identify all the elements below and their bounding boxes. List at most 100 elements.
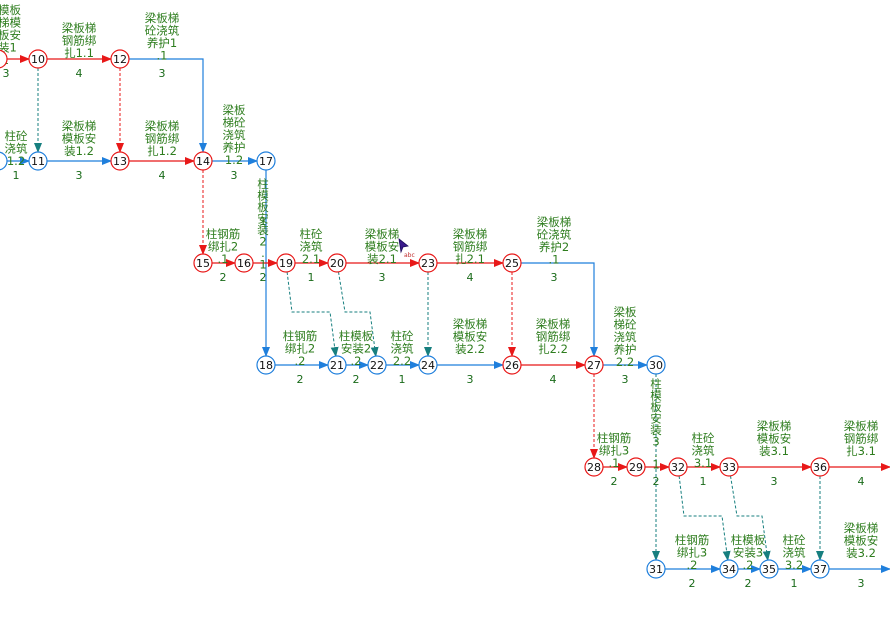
- event-node-14[interactable]: 14: [193, 151, 213, 171]
- event-node-circle: [626, 457, 646, 477]
- activity-label-line: 梁板: [223, 103, 246, 117]
- event-node-36[interactable]: 36: [810, 457, 830, 477]
- event-node-19[interactable]: 19: [276, 253, 296, 273]
- activity-label-line: 柱砼: [300, 227, 323, 241]
- event-node-20[interactable]: 20: [327, 253, 347, 273]
- activity-arrow-n25-n27[interactable]: [521, 262, 598, 357]
- event-node-16[interactable]: 16: [234, 253, 254, 273]
- event-node-13[interactable]: 13: [110, 151, 130, 171]
- event-node-number: 16: [237, 257, 251, 270]
- event-node-24[interactable]: 24: [418, 355, 438, 375]
- activity-label-line: 装2.2: [455, 342, 485, 356]
- event-node-26[interactable]: 26: [502, 355, 522, 375]
- duration-label-n34-n35: 2: [745, 577, 752, 590]
- event-node-number: 22: [370, 359, 384, 372]
- event-node-18[interactable]: 18: [256, 355, 276, 375]
- activity-label-line: 模板安: [62, 132, 97, 146]
- event-node-31[interactable]: 31: [646, 559, 666, 579]
- event-node-10[interactable]: 10: [28, 49, 48, 69]
- event-node-22[interactable]: 22: [367, 355, 387, 375]
- activity-label-line: 梁板梯: [844, 521, 879, 535]
- event-node-12[interactable]: 12: [110, 49, 130, 69]
- activity-label-line: 梯砼: [223, 116, 246, 130]
- activity-label-line: 扎1.1: [64, 46, 94, 60]
- event-node-27[interactable]: 27: [584, 355, 604, 375]
- event-node-17[interactable]: 17: [256, 151, 276, 171]
- activity-arrow-n20-n22[interactable]: [338, 271, 379, 358]
- event-node-28[interactable]: 28: [584, 457, 604, 477]
- event-node-n9[interactable]: [0, 49, 8, 69]
- activity-arrow-n33-n35[interactable]: [730, 475, 771, 562]
- event-node-number: 15: [196, 257, 210, 270]
- event-node-23[interactable]: 23: [418, 253, 438, 273]
- activity-label-line: 1.2: [225, 153, 243, 167]
- activity-label-line: 模板安: [757, 432, 792, 446]
- activity-label-line: 柱砼: [783, 533, 806, 547]
- event-node-circle: [327, 253, 347, 273]
- activity-arrow-n32-n34[interactable]: [678, 475, 731, 562]
- event-node-30[interactable]: 30: [646, 355, 666, 375]
- event-node-circle: [584, 355, 604, 375]
- event-node-circle: [256, 355, 276, 375]
- duration-label-n11a-n11: 1: [13, 169, 20, 182]
- event-node-35[interactable]: 35: [759, 559, 779, 579]
- activity-label-line: 浇筑: [692, 444, 715, 458]
- duration-label-n13-n14: 4: [159, 169, 166, 182]
- activity-arrow-n12-n14[interactable]: [129, 58, 207, 153]
- activity-label-line: 柱砼: [5, 129, 28, 143]
- event-node-circle: [502, 253, 522, 273]
- activity-arrow-n19-n21[interactable]: [286, 271, 339, 358]
- event-node-number: 28: [587, 461, 601, 474]
- activity-label-line: 柱钢筋: [283, 329, 318, 343]
- activity-label-line: 梁板梯: [62, 119, 97, 133]
- activity-label-line: 钢筋绑: [145, 132, 180, 146]
- event-node-circle: [418, 253, 438, 273]
- activity-label-line: 梁板梯: [757, 419, 792, 433]
- event-node-11[interactable]: 11: [28, 151, 48, 171]
- activity-label-line: 扎2.1: [455, 252, 485, 266]
- event-node-37[interactable]: 37: [810, 559, 830, 579]
- event-node-15[interactable]: 15: [193, 253, 213, 273]
- duration-label-n11-n13: 3: [76, 169, 83, 182]
- activity-label-line: .2: [295, 354, 306, 368]
- duration-label-n37-right2: 3: [858, 577, 865, 590]
- event-node-33[interactable]: 33: [719, 457, 739, 477]
- event-node-21[interactable]: 21: [327, 355, 347, 375]
- event-node-n11a[interactable]: [0, 151, 8, 171]
- event-node-number: 12: [113, 53, 127, 66]
- duration-label-n18-n21: 2: [297, 373, 304, 386]
- duration-label-n19-n20: 1: [308, 271, 315, 284]
- event-node-34[interactable]: 34: [719, 559, 739, 579]
- event-node-25[interactable]: 25: [502, 253, 522, 273]
- event-node-29[interactable]: 29: [626, 457, 646, 477]
- event-node-32[interactable]: 32: [668, 457, 688, 477]
